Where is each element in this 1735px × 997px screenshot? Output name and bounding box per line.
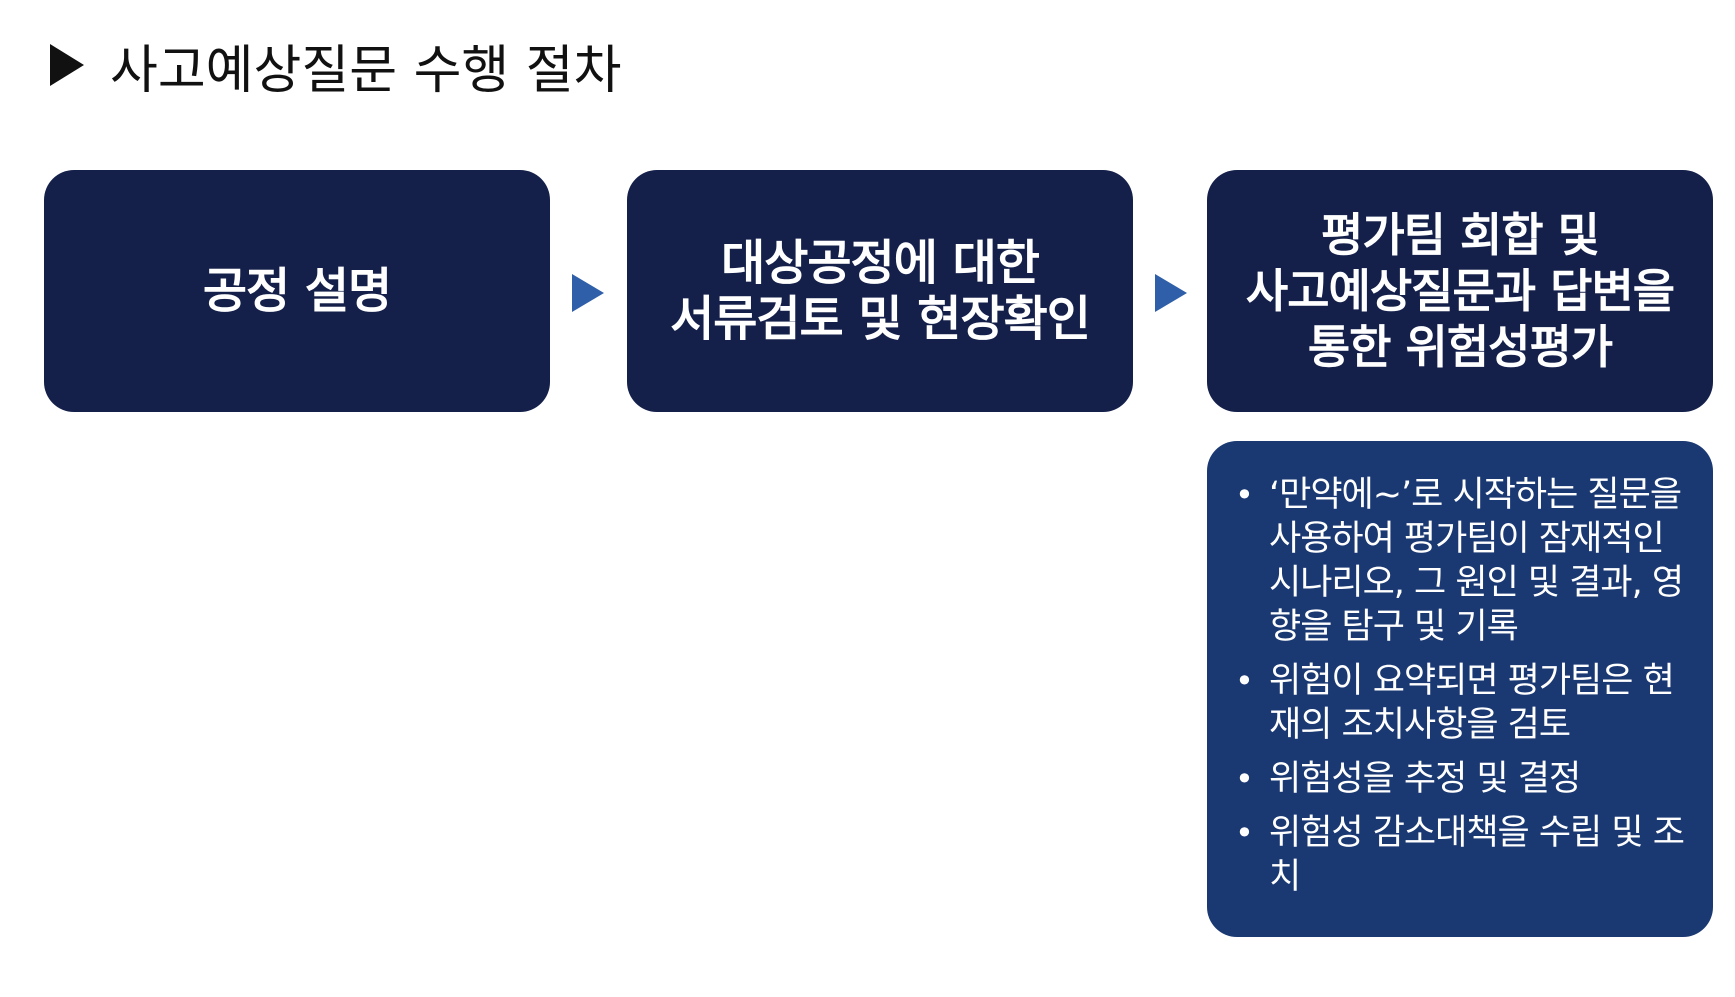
bullet-icon: • <box>1235 476 1254 514</box>
page-title-text: 사고예상질문 수행 절차 <box>110 40 622 101</box>
flow-step-label: 평가팀 회합 및 사고예상질문과 답변을 통한 위험성평가 <box>1245 208 1675 374</box>
flow-arrow-icon <box>572 274 604 312</box>
details-item-text: 위험성 감소대책을 수립 및 조치 <box>1269 813 1685 897</box>
flow-step-risk-assessment: 평가팀 회합 및 사고예상질문과 답변을 통한 위험성평가 <box>1207 170 1713 412</box>
details-list-item: • 위험성을 추정 및 결정 <box>1235 757 1693 801</box>
triangle-bullet-icon <box>50 44 84 86</box>
details-item-text: ‘만약에~’로 시작하는 질문을 사용하여 평가팀이 잠재적인 시나리오, 그 … <box>1269 475 1684 647</box>
details-list: • ‘만약에~’로 시작하는 질문을 사용하여 평가팀이 잠재적인 시나리오, … <box>1235 473 1693 899</box>
details-item-text: 위험이 요약되면 평가팀은 현재의 조치사항을 검토 <box>1269 661 1675 745</box>
flow-step-process-description: 공정 설명 <box>44 170 550 412</box>
flow-step-label: 대상공정에 대한 서류검토 및 현장확인 <box>670 235 1091 347</box>
details-list-item: • 위험성 감소대책을 수립 및 조치 <box>1235 811 1693 899</box>
page-title: 사고예상질문 수행 절차 <box>50 30 622 101</box>
details-item-text: 위험성을 추정 및 결정 <box>1269 759 1581 799</box>
details-list-item: • ‘만약에~’로 시작하는 질문을 사용하여 평가팀이 잠재적인 시나리오, … <box>1235 473 1693 649</box>
flow-step-document-review: 대상공정에 대한 서류검토 및 현장확인 <box>627 170 1133 412</box>
details-list-item: • 위험이 요약되면 평가팀은 현재의 조치사항을 검토 <box>1235 659 1693 747</box>
flow-step-label: 공정 설명 <box>202 263 392 319</box>
risk-assessment-details-box: • ‘만약에~’로 시작하는 질문을 사용하여 평가팀이 잠재적인 시나리오, … <box>1207 441 1713 937</box>
bullet-icon: • <box>1235 662 1254 700</box>
flow-arrow-icon <box>1155 274 1187 312</box>
bullet-icon: • <box>1235 814 1254 852</box>
bullet-icon: • <box>1235 760 1254 798</box>
